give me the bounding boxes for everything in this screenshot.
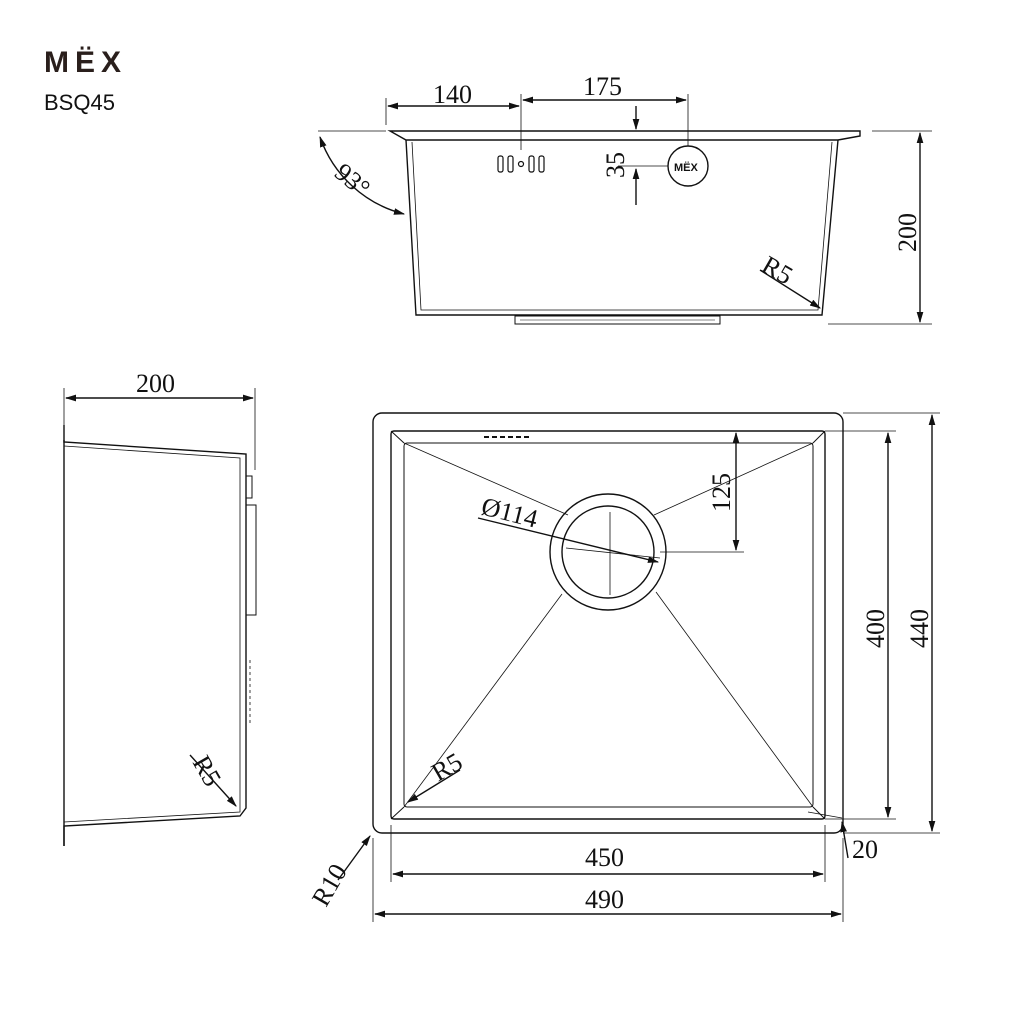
angle-93: 93° [329, 157, 376, 203]
radius-r10: R10 [306, 859, 353, 911]
plan-view [337, 412, 940, 922]
brand-logo: MËX [44, 46, 128, 79]
side-outline [63, 440, 247, 846]
front-drain-fitting [514, 315, 721, 325]
dim-400: 400 [861, 609, 890, 648]
side-outline-inner [63, 445, 241, 823]
dim-side-200: 200 [136, 369, 175, 398]
drain-diameter: Ø114 [479, 492, 541, 534]
front-flange [387, 130, 861, 141]
front-view [318, 94, 932, 325]
side-fitting-top [245, 475, 253, 499]
radius-r5-front: R5 [757, 250, 798, 290]
side-view [63, 388, 257, 846]
model-code: BSQ45 [44, 90, 115, 115]
dim-20: 20 [852, 835, 878, 864]
drain-outer [549, 493, 667, 611]
dim-125: 125 [707, 473, 736, 512]
dim-440: 440 [905, 609, 934, 648]
overflow-slots [497, 155, 545, 173]
plan-flange-outer [372, 412, 844, 834]
plan-basin-rim [390, 430, 826, 820]
dim-depth-200: 200 [893, 213, 922, 252]
badge-text: MËX [674, 161, 699, 174]
front-basin-outer [405, 139, 839, 316]
drain-inner [561, 505, 655, 599]
front-basin-inner [411, 141, 833, 311]
plan-basin-floor [403, 442, 814, 808]
radius-r5-side: R5 [187, 751, 227, 792]
dim-175: 175 [583, 72, 622, 101]
dim-490: 490 [585, 885, 624, 914]
dim-140: 140 [433, 80, 472, 109]
dim-35: 35 [601, 152, 630, 178]
radius-r5-plan: R5 [427, 747, 468, 787]
dim-450: 450 [585, 843, 624, 872]
side-fitting-mid [245, 504, 257, 616]
